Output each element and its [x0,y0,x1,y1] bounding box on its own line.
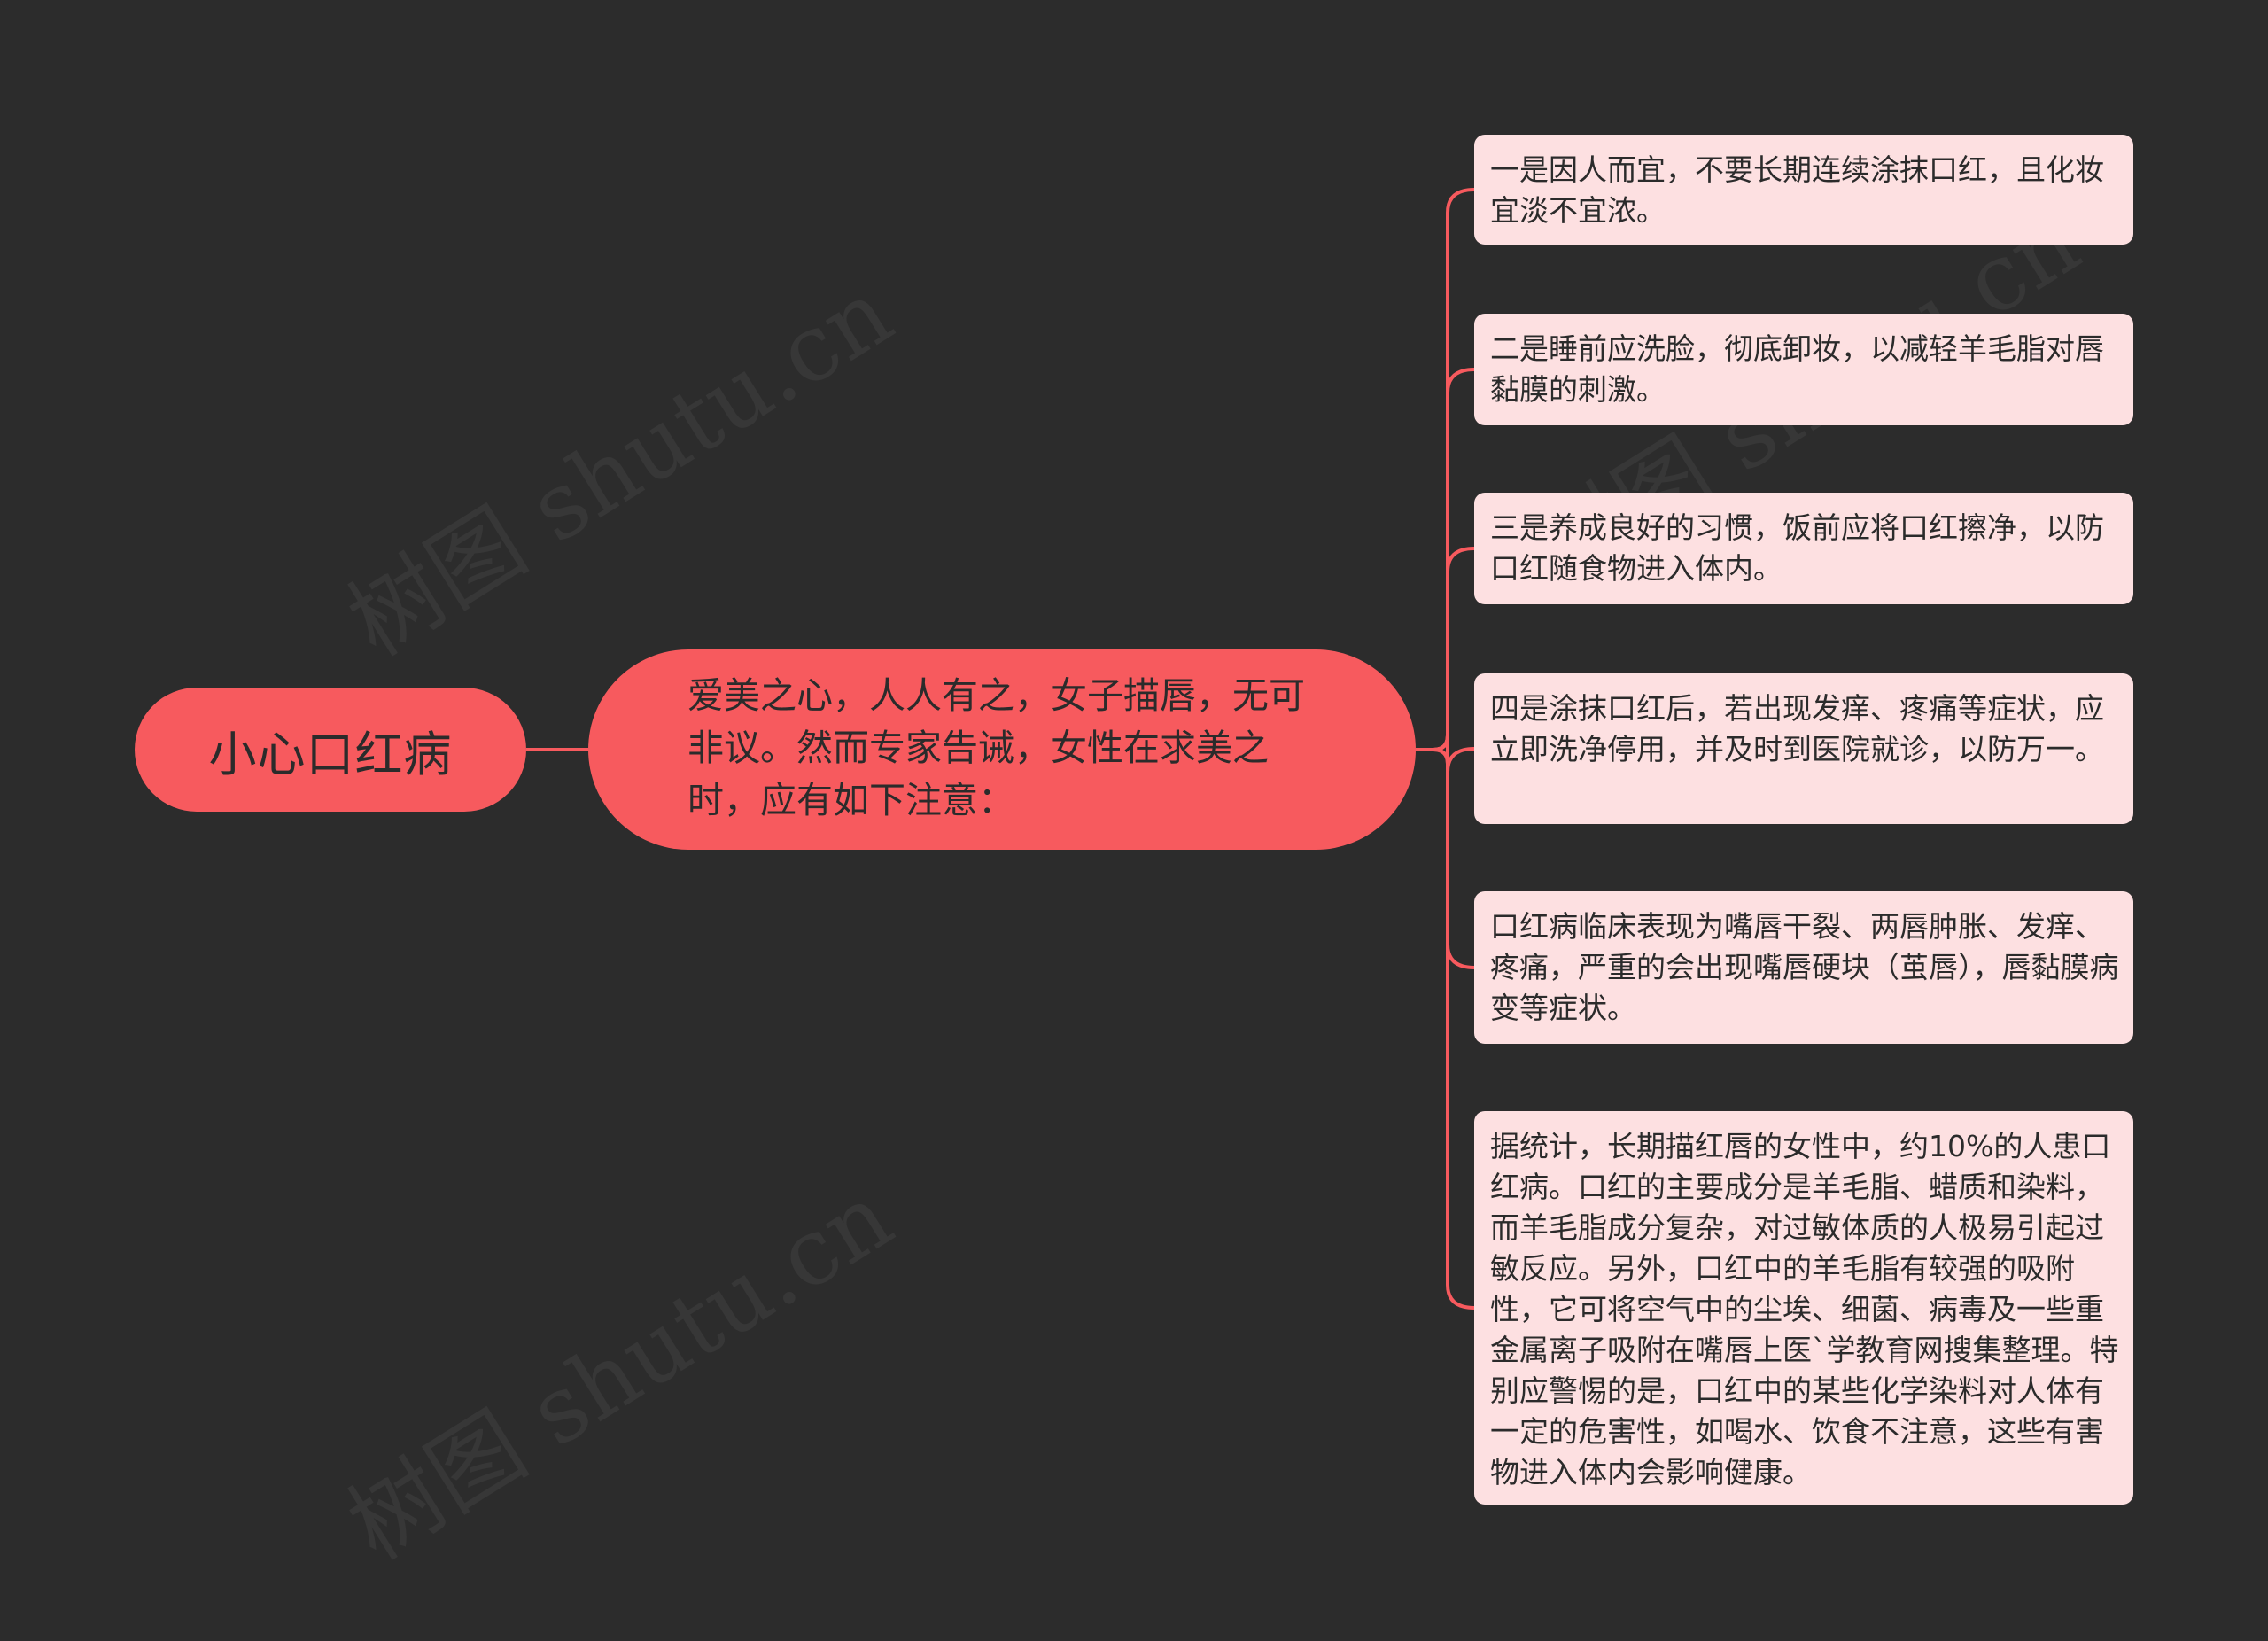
leaf-node[interactable]: 口红病临床表现为嘴唇干裂、两唇肿胀、发痒、疼痛，严重的会出现嘴唇硬块（茧唇），唇… [1474,891,2133,1044]
branch-text: 爱美之心，人人有之，女子描唇，无可非议。然而专家告诫，女性在求美之时，应有如下注… [687,674,1305,821]
leaf-text: 一是因人而宜，不要长期连续涂抹口红，且化妆宜淡不宜浓。 [1490,152,2104,228]
leaf-text: 二是睡前应洗脸，彻底卸妆，以减轻羊毛脂对唇黏膜的刺激。 [1490,331,2104,407]
leaf-connector [1416,547,1475,751]
branch-to-leaf-connectors [1416,188,1475,1310]
leaf-text: 四是涂抹口红后，若出现发痒、疼痛等症状，应立即洗净停用，并及时到医院就诊，以防万… [1490,691,2104,766]
leaf-text: 三是养成良好的习惯，饭前应将口红擦净，以防口红随食物进入体内。 [1490,510,2104,586]
leaf-node[interactable]: 二是睡前应洗脸，彻底卸妆，以减轻羊毛脂对唇黏膜的刺激。 [1474,314,2133,425]
leaf-node[interactable]: 据统计，长期描红唇的女性中，约10%的人患口红病。口红的主要成分是羊毛脂、蜡质和… [1474,1111,2133,1505]
branch-node[interactable]: 爱美之心，人人有之，女子描唇，无可非议。然而专家告诫，女性在求美之时，应有如下注… [588,649,1416,850]
root-node[interactable]: 小心口红病 [135,688,526,812]
leaf-connector [1416,188,1475,751]
leaf-node[interactable]: 三是养成良好的习惯，饭前应将口红擦净，以防口红随食物进入体内。 [1474,493,2133,604]
root-label: 小心口红病 [208,726,453,782]
leaf-node[interactable]: 四是涂抹口红后，若出现发痒、疼痛等症状，应立即洗净停用，并及时到医院就诊，以防万… [1474,673,2133,824]
leaf-text: 据统计，长期描红唇的女性中，约10%的人患口红病。口红的主要成分是羊毛脂、蜡质和… [1490,1129,2119,1489]
leaf-connector [1416,368,1475,751]
leaf-connector [1416,748,1475,1310]
leaf-connector [1416,748,1475,969]
leaf-node[interactable]: 一是因人而宜，不要长期连续涂抹口红，且化妆宜淡不宜浓。 [1474,135,2133,245]
leaf-text: 口红病临床表现为嘴唇干裂、两唇肿胀、发痒、疼痛，严重的会出现嘴唇硬块（茧唇），唇… [1490,909,2119,1025]
